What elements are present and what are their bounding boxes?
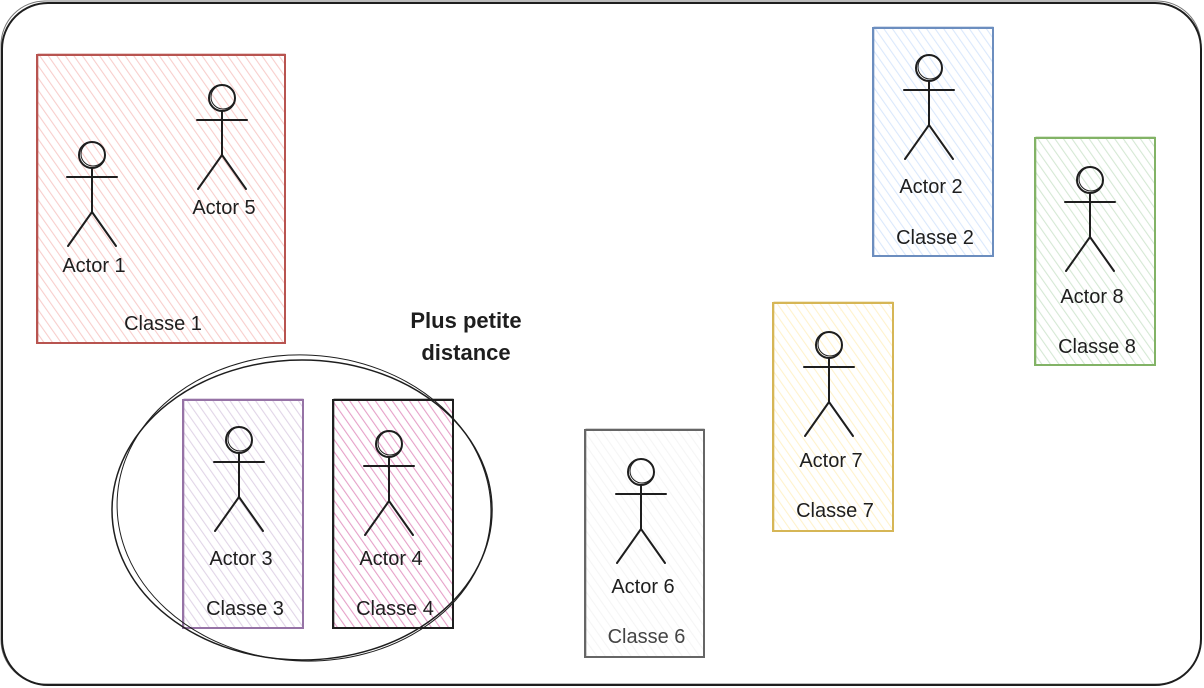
class-label: Classe 4: [356, 598, 434, 620]
class-box: [1034, 137, 1156, 366]
class-box-sketch: [773, 301, 894, 532]
actor-actor-8[interactable]: Actor 8: [1060, 166, 1124, 308]
actor-label: Actor 7: [799, 450, 862, 472]
class-box: [772, 302, 894, 532]
class-3[interactable]: Actor 3 Classe 3: [182, 398, 304, 629]
class-2[interactable]: Actor 2 Classe 2: [872, 26, 994, 257]
class-box: [584, 429, 705, 658]
stick-figure-icon: [363, 430, 415, 536]
actor-label: Actor 4: [359, 548, 422, 570]
stick-figure-icon: [803, 331, 855, 437]
class-8[interactable]: Actor 8 Classe 8: [1034, 136, 1156, 366]
class-box: [182, 399, 304, 629]
actor-actor-6[interactable]: Actor 6: [611, 458, 675, 598]
class-box: [36, 54, 286, 344]
class-label: Classe 7: [796, 500, 874, 522]
stick-figure-icon: [615, 458, 667, 564]
class-6[interactable]: Actor 6 Classe 6: [584, 428, 705, 658]
stick-figure-icon: [213, 426, 265, 532]
class-box: [872, 27, 994, 257]
class-box-sketch: [333, 398, 454, 629]
note-line-2: distance: [421, 340, 510, 365]
closest-distance-ellipse: [111, 359, 493, 661]
actor-label: Actor 2: [899, 176, 962, 198]
class-box-sketch: [37, 53, 286, 344]
stick-figure-icon: [66, 141, 118, 247]
stick-figure-icon: [1064, 166, 1116, 272]
class-label: Classe 8: [1058, 336, 1136, 358]
actor-actor-3[interactable]: Actor 3: [209, 426, 273, 570]
class-box-sketch: [873, 26, 994, 257]
class-4[interactable]: Actor 4 Classe 4: [332, 398, 454, 629]
class-label: Classe 1: [124, 313, 202, 335]
note-line-1: Plus petite: [410, 308, 521, 333]
closest-distance-ellipse-sketch: [116, 354, 492, 662]
actor-actor-2[interactable]: Actor 2: [899, 54, 963, 198]
actor-actor-1[interactable]: Actor 1: [62, 141, 126, 277]
actor-label: Actor 5: [192, 197, 255, 219]
actor-label: Actor 6: [611, 576, 674, 598]
actor-actor-4[interactable]: Actor 4: [359, 430, 423, 570]
actor-actor-7[interactable]: Actor 7: [799, 331, 863, 472]
class-box: [332, 399, 454, 629]
class-box-sketch: [183, 398, 304, 629]
class-box-sketch: [585, 428, 705, 658]
class-7[interactable]: Actor 7 Classe 7: [772, 301, 894, 532]
class-label: Classe 6: [608, 626, 686, 648]
class-1[interactable]: Actor 1 Actor 5 Classe 1: [36, 53, 286, 344]
stick-figure-icon: [196, 84, 248, 190]
class-box-sketch: [1035, 136, 1156, 366]
actor-label: Actor 1: [62, 255, 125, 277]
actor-actor-5[interactable]: Actor 5: [192, 84, 256, 219]
actor-label: Actor 3: [209, 548, 272, 570]
class-label: Classe 3: [206, 598, 284, 620]
actor-label: Actor 8: [1060, 286, 1123, 308]
class-label: Classe 2: [896, 227, 974, 249]
stick-figure-icon: [903, 54, 955, 160]
